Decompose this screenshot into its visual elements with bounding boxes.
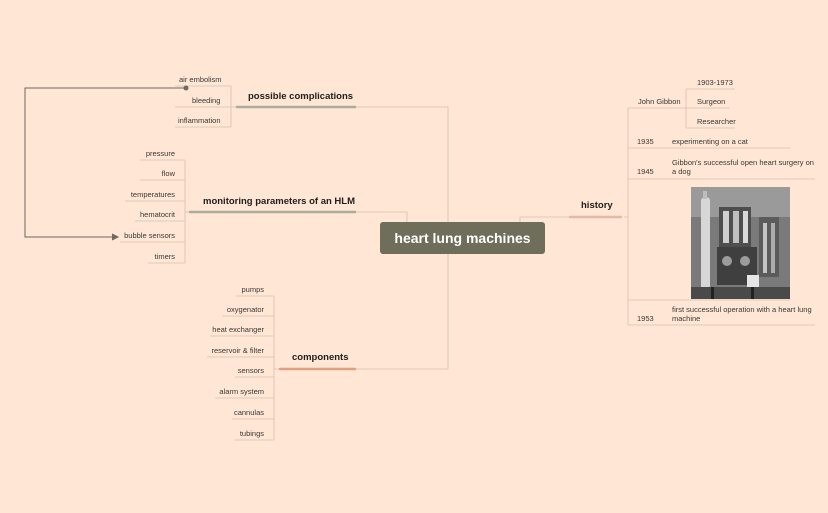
connector-components-children: [273, 296, 280, 440]
complication-item-0[interactable]: air embolism: [179, 75, 222, 84]
history-event-year-0[interactable]: 1935: [637, 137, 654, 146]
component-item-7[interactable]: tubings: [239, 429, 264, 438]
component-item-3[interactable]: reservoir & filter: [211, 346, 264, 355]
history-event-year-2[interactable]: 1953: [637, 314, 654, 323]
branch-components[interactable]: components: [292, 352, 349, 363]
person-detail-2[interactable]: Researcher: [697, 117, 736, 126]
component-item-4[interactable]: sensors: [237, 366, 264, 375]
connector-history-children: [624, 108, 629, 325]
component-item-1[interactable]: oxygenator: [226, 305, 264, 314]
connector-root-components: [355, 254, 449, 370]
connector-monitoring-children: [184, 160, 190, 263]
person-detail-1[interactable]: Surgeon: [697, 97, 726, 106]
history-event-text-1[interactable]: Gibbon's successful open heart surgery o…: [672, 158, 814, 176]
root-node[interactable]: heart lung machines: [380, 222, 545, 254]
monitoring-item-4[interactable]: bubble sensors: [124, 231, 175, 240]
heart-lung-machine-photo: [691, 187, 790, 299]
component-item-2[interactable]: heat exchanger: [212, 325, 264, 334]
component-item-6[interactable]: cannulas: [233, 408, 264, 417]
complication-item-2[interactable]: inflammation: [178, 116, 221, 125]
root-label: heart lung machines: [394, 230, 531, 246]
connector-complications-children: [230, 86, 237, 127]
component-item-5[interactable]: alarm system: [219, 387, 264, 396]
branch-monitoring[interactable]: monitoring parameters of an HLM: [203, 196, 356, 207]
branch-underlines: [188, 105, 623, 371]
relationship-arrow: [24, 85, 189, 241]
component-item-0[interactable]: pumps: [241, 285, 264, 294]
monitoring-item-2[interactable]: temperatures: [130, 190, 175, 199]
history-event-text-0[interactable]: experimenting on a cat: [672, 137, 748, 146]
monitoring-item-1[interactable]: flow: [161, 169, 175, 178]
monitoring-item-3[interactable]: hematocrit: [139, 210, 175, 219]
monitoring-item-5[interactable]: timers: [154, 252, 175, 261]
history-event-year-1[interactable]: 1945: [637, 167, 654, 176]
person-detail-0[interactable]: 1903-1973: [697, 78, 733, 87]
connector-root-complications: [355, 106, 449, 222]
complication-item-1[interactable]: bleeding: [192, 96, 221, 105]
branch-complications[interactable]: possible complications: [248, 91, 354, 102]
history-person[interactable]: John Gibbon: [638, 97, 681, 106]
connector-root-monitoring: [355, 211, 408, 222]
branch-history[interactable]: history: [581, 200, 613, 211]
monitoring-item-0[interactable]: pressure: [145, 149, 175, 158]
history-event-text-2[interactable]: first successful operation with a heart …: [672, 305, 812, 323]
